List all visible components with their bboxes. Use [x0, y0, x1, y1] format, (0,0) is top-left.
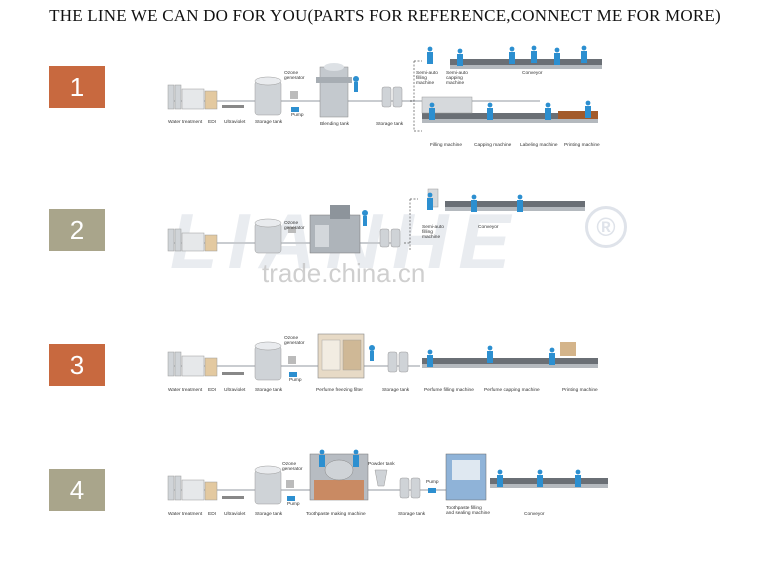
- label-storage-tank: Storage tank: [255, 120, 283, 125]
- production-line-3: Water treatment EDI Ultraviolet Storage …: [160, 330, 610, 400]
- label-storage-tank-2: Storage tank: [376, 122, 404, 127]
- ultraviolet-icon: [222, 496, 244, 499]
- label-printing-machine: Printing machine: [562, 388, 598, 393]
- label-ultraviolet: Ultraviolet: [224, 120, 246, 125]
- pump-icon: [289, 372, 297, 377]
- label-blending-tank: Blending tank: [320, 122, 350, 127]
- label-edi: EDI: [208, 388, 216, 393]
- storage-tank-2-icon: [399, 477, 421, 499]
- water-treatment-icon: [167, 228, 218, 252]
- label-semi-auto-filling: Semi-auto filling machine: [422, 225, 444, 240]
- blending-tank-icon: [316, 63, 359, 118]
- label-semi-auto-filling: Semi-auto filling machine: [416, 71, 438, 86]
- production-line-2: Ozone generator Semi-auto filling machin…: [160, 185, 610, 265]
- production-line-4: Water treatment EDI Ultraviolet Storage …: [160, 448, 610, 528]
- production-line-1: Water treatment EDI Ultraviolet Storage …: [160, 45, 610, 155]
- label-perfume-capping-machine: Perfume capping machine: [484, 388, 540, 393]
- label-pump: Pump: [291, 113, 304, 118]
- storage-tank-2-icon: [387, 351, 409, 373]
- label-ozone-generator: Ozone generator: [284, 336, 305, 346]
- storage-tank-2-icon: [379, 228, 401, 248]
- label-storage-tank: Storage tank: [255, 388, 283, 393]
- storage-tank-icon: [254, 341, 282, 381]
- label-conveyor: Conveyor: [478, 225, 499, 230]
- label-printing-machine: Printing machine: [564, 143, 600, 148]
- label-capping-machine: Capping machine: [474, 143, 512, 148]
- label-pump: Pump: [287, 502, 300, 507]
- label-perfume-filling-machine: Perfume filling machine: [424, 388, 474, 393]
- label-ozone-generator: Ozone generator: [284, 71, 305, 81]
- perfume-freezing-filter-icon: [317, 333, 375, 379]
- line-1-diagram: [167, 45, 602, 132]
- label-pump-2: Pump: [426, 480, 439, 485]
- label-conveyor: Conveyor: [524, 512, 545, 517]
- label-perfume-freezing-filter: Perfume freezing filter: [316, 388, 363, 393]
- line-number-2: 2: [49, 209, 105, 251]
- label-ozone-generator: Ozone generator: [282, 462, 303, 472]
- toothpaste-making-machine-icon: [309, 449, 369, 501]
- mixing-unit-icon: [309, 205, 368, 254]
- label-labeling-machine: Labeling machine: [520, 143, 558, 148]
- label-edi: EDI: [208, 120, 216, 125]
- line-4-diagram: [167, 449, 608, 505]
- label-toothpaste-making-machine: Toothpaste making machine: [306, 512, 366, 517]
- powder-tank-icon: [374, 469, 388, 487]
- ultraviolet-icon: [222, 105, 244, 108]
- label-water-treatment: Water treatment: [168, 388, 203, 393]
- label-pump: Pump: [289, 378, 302, 383]
- storage-tank-icon: [254, 465, 282, 505]
- label-storage-tank-2: Storage tank: [382, 388, 410, 393]
- line-number-4: 4: [49, 469, 105, 511]
- label-semi-auto-capping: Semi-auto capping machine: [446, 71, 468, 86]
- water-treatment-icon: [167, 84, 218, 110]
- ozone-generator-icon: [288, 356, 296, 364]
- label-water-treatment: Water treatment: [168, 120, 203, 125]
- line-number-3: 3: [49, 344, 105, 386]
- label-storage-tank: Storage tank: [255, 512, 283, 517]
- storage-tank-2-icon: [381, 86, 403, 108]
- label-ultraviolet: Ultraviolet: [224, 512, 246, 517]
- ultraviolet-icon: [222, 372, 244, 375]
- ozone-generator-icon: [286, 480, 294, 488]
- pump-icon: [291, 107, 299, 112]
- water-treatment-icon: [167, 351, 218, 377]
- toothpaste-filling-sealing-icon: [445, 453, 487, 501]
- water-treatment-icon: [167, 475, 218, 501]
- line-number-1: 1: [49, 66, 105, 108]
- pump-2-icon: [428, 488, 436, 493]
- label-edi: EDI: [208, 512, 216, 517]
- label-powder-tank: Powder tank: [368, 462, 395, 467]
- label-water-treatment: Water treatment: [168, 512, 203, 517]
- ozone-generator-icon: [288, 227, 296, 233]
- label-toothpaste-filling-sealing: Toothpaste filling and sealing machine: [446, 506, 491, 516]
- storage-tank-icon: [254, 218, 282, 254]
- ozone-generator-icon: [290, 91, 298, 99]
- page-title: THE LINE WE CAN DO FOR YOU(PARTS FOR REF…: [49, 6, 721, 25]
- label-ozone-generator: Ozone generator: [284, 221, 305, 231]
- label-ultraviolet: Ultraviolet: [224, 388, 246, 393]
- line-2-diagram: [167, 188, 585, 254]
- label-filling-machine: Filling machine: [430, 143, 462, 148]
- pump-icon: [287, 496, 295, 501]
- label-storage-tank-2: Storage tank: [398, 512, 426, 517]
- line-3-diagram: [167, 333, 598, 381]
- storage-tank-icon: [254, 76, 282, 116]
- label-conveyor: Conveyor: [522, 71, 543, 76]
